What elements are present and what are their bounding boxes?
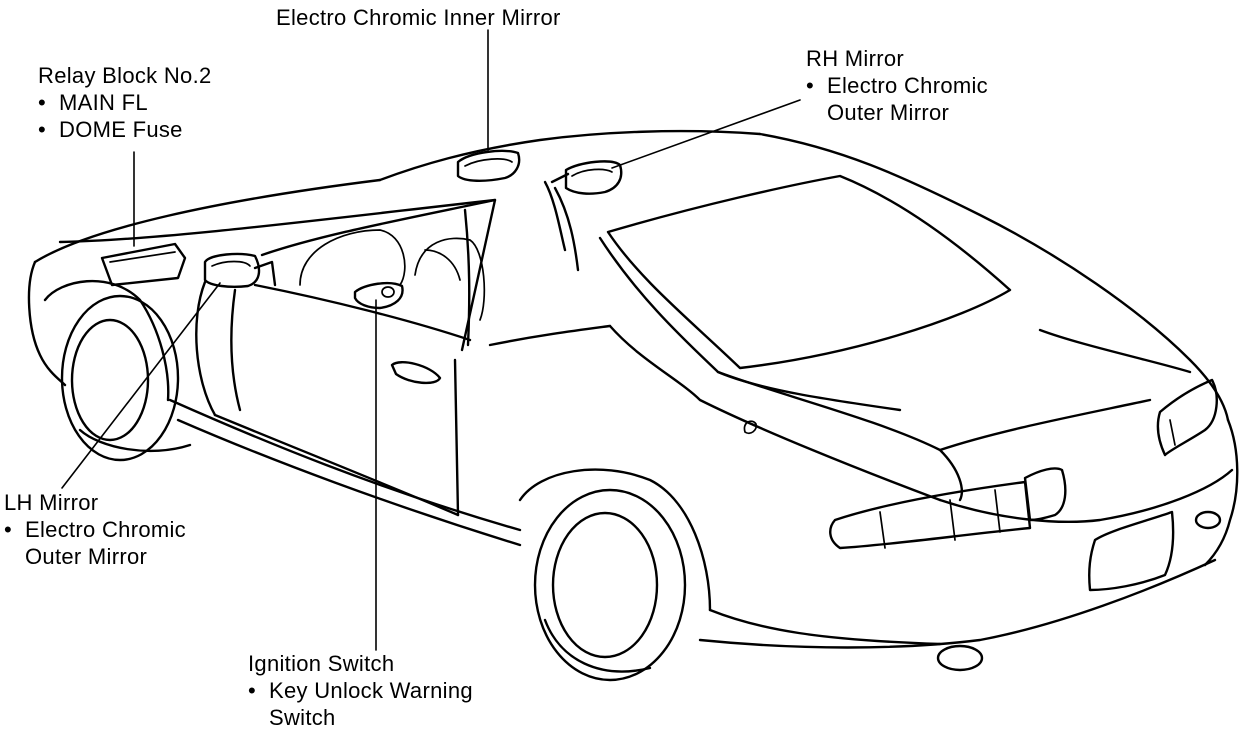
lh-mirror-label: LH Mirror Electro Chromic Outer Mirror [4,489,186,570]
rh-mirror-component [550,160,623,195]
car-body [27,129,1239,682]
leader-lines [61,29,801,651]
ignition-switch-item-cont: Switch [269,705,336,730]
relay-block-item-dome-fuse: DOME Fuse [38,116,212,143]
inner-mirror-label: Electro Chromic Inner Mirror [276,4,561,31]
ignition-switch-title: Ignition Switch [248,651,395,676]
relay-block-label: Relay Block No.2 MAIN FL DOME Fuse [38,62,212,143]
lh-mirror-item: Electro Chromic [4,516,186,543]
rh-mirror-item-cont: Outer Mirror [827,100,950,125]
lh-mirror-item-cont: Outer Mirror [25,544,148,569]
inner-mirror-title: Electro Chromic Inner Mirror [276,5,561,30]
rh-mirror-label: RH Mirror Electro Chromic Outer Mirror [806,45,988,126]
relay-block-item-main-fl: MAIN FL [38,89,212,116]
inner-mirror-component [456,149,521,182]
relay-block-title: Relay Block No.2 [38,63,212,88]
lh-mirror-title: LH Mirror [4,490,99,515]
ignition-switch-label: Ignition Switch Key Unlock Warning Switc… [248,650,473,731]
relay-block-component [100,242,187,287]
lh-mirror-component [203,252,277,288]
rh-mirror-title: RH Mirror [806,46,905,71]
ignition-switch-item: Key Unlock Warning [248,677,473,704]
rh-mirror-item: Electro Chromic [806,72,988,99]
ignition-switch-component [353,281,404,310]
